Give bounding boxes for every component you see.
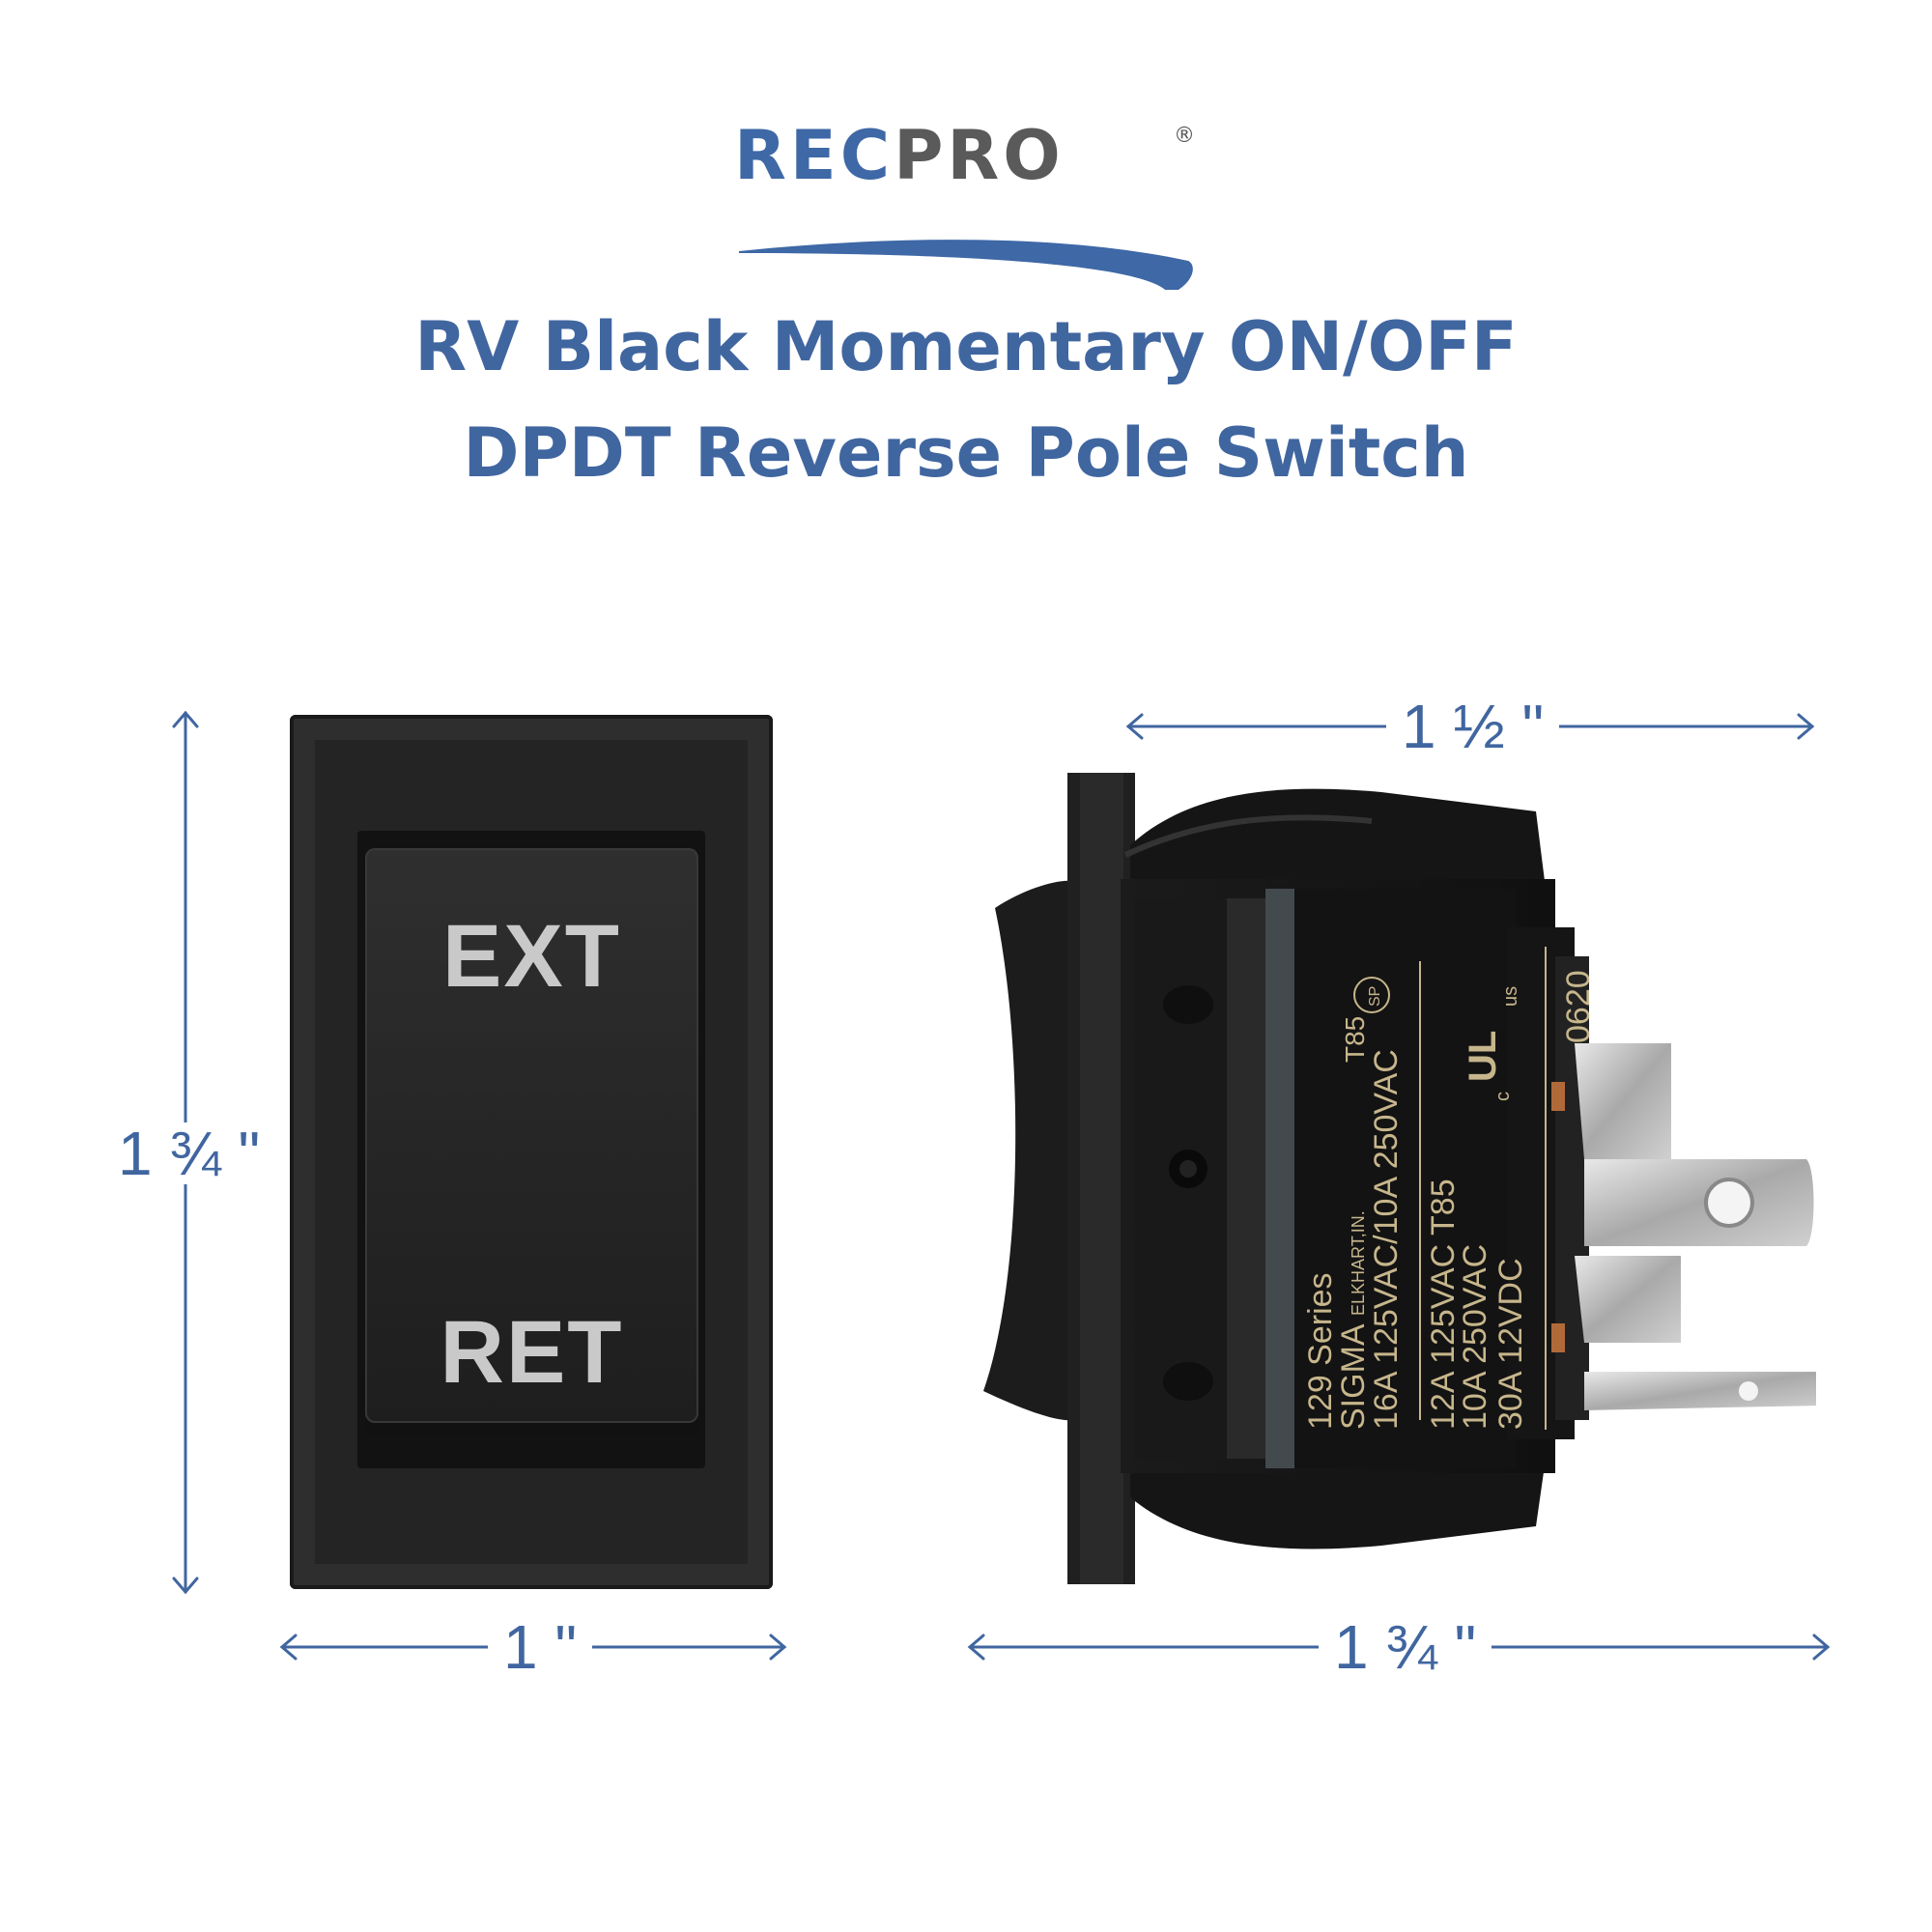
marking-ratings-1: 16A 125VAC/10A 250VAC (1368, 1049, 1405, 1430)
logo-pro: PRO (894, 116, 1065, 195)
marking-series: 129 Series (1302, 1272, 1339, 1430)
ul-us: us (1500, 986, 1521, 1007)
logo-swoosh-icon (739, 240, 1193, 290)
side-switch-photo: 129 Series SIGMA ELKHART,IN. 16A 125VAC/… (983, 773, 1816, 1584)
marking-t85-a: T85 (1340, 1016, 1370, 1063)
bottom-spring-clip (1130, 1459, 1546, 1549)
terminal-lower (1575, 1256, 1681, 1343)
marking-code: 0620 (1560, 970, 1597, 1043)
marking-ratings-4: 30A 12VDC (1492, 1258, 1529, 1430)
registered-mark: ® (1174, 124, 1195, 148)
logo-rec: REC (734, 116, 895, 195)
dimension-side-bottom-width: 1 ¾ " (1319, 1616, 1492, 1678)
marking-elkhart: ELKHART,IN. (1349, 1210, 1368, 1316)
top-spring-clip (1130, 788, 1546, 889)
product-title-line-1: RV Black Momentary ON/OFF (414, 307, 1518, 386)
marking-sigma: SIGMA (1335, 1323, 1372, 1430)
terminal-top (1575, 1043, 1671, 1159)
ul-mark-icon: UL (1462, 1031, 1504, 1082)
marking-ratings-3: 10A 250VAC (1457, 1244, 1493, 1430)
side-rocker-profile (983, 880, 1072, 1421)
recpro-logo: RECPRO ® (734, 116, 1217, 290)
csa-mark-text: SP (1367, 986, 1383, 1007)
rocker-switch-button: EXT RET (365, 848, 698, 1423)
terminal-hole-icon (1704, 1178, 1754, 1228)
dimension-front-height: 1 ¾ " (102, 1122, 276, 1184)
dimension-front-width: 1 " (488, 1616, 593, 1678)
terminal-middle (1584, 1159, 1814, 1246)
logo-wordmark: RECPRO (734, 116, 1065, 195)
rocker-label-ext: EXT (442, 907, 621, 1006)
product-title-line-2: DPDT Reverse Pole Switch (463, 413, 1469, 493)
terminal-bottom (1584, 1372, 1816, 1410)
rocker-label-ret: RET (440, 1303, 624, 1402)
csa-mark-icon (1353, 977, 1390, 1013)
ul-c: c (1492, 1092, 1514, 1101)
marking-ratings-2: 12A 125VAC T85 (1425, 1179, 1462, 1430)
dimension-side-top-width: 1 ½ " (1386, 696, 1560, 757)
